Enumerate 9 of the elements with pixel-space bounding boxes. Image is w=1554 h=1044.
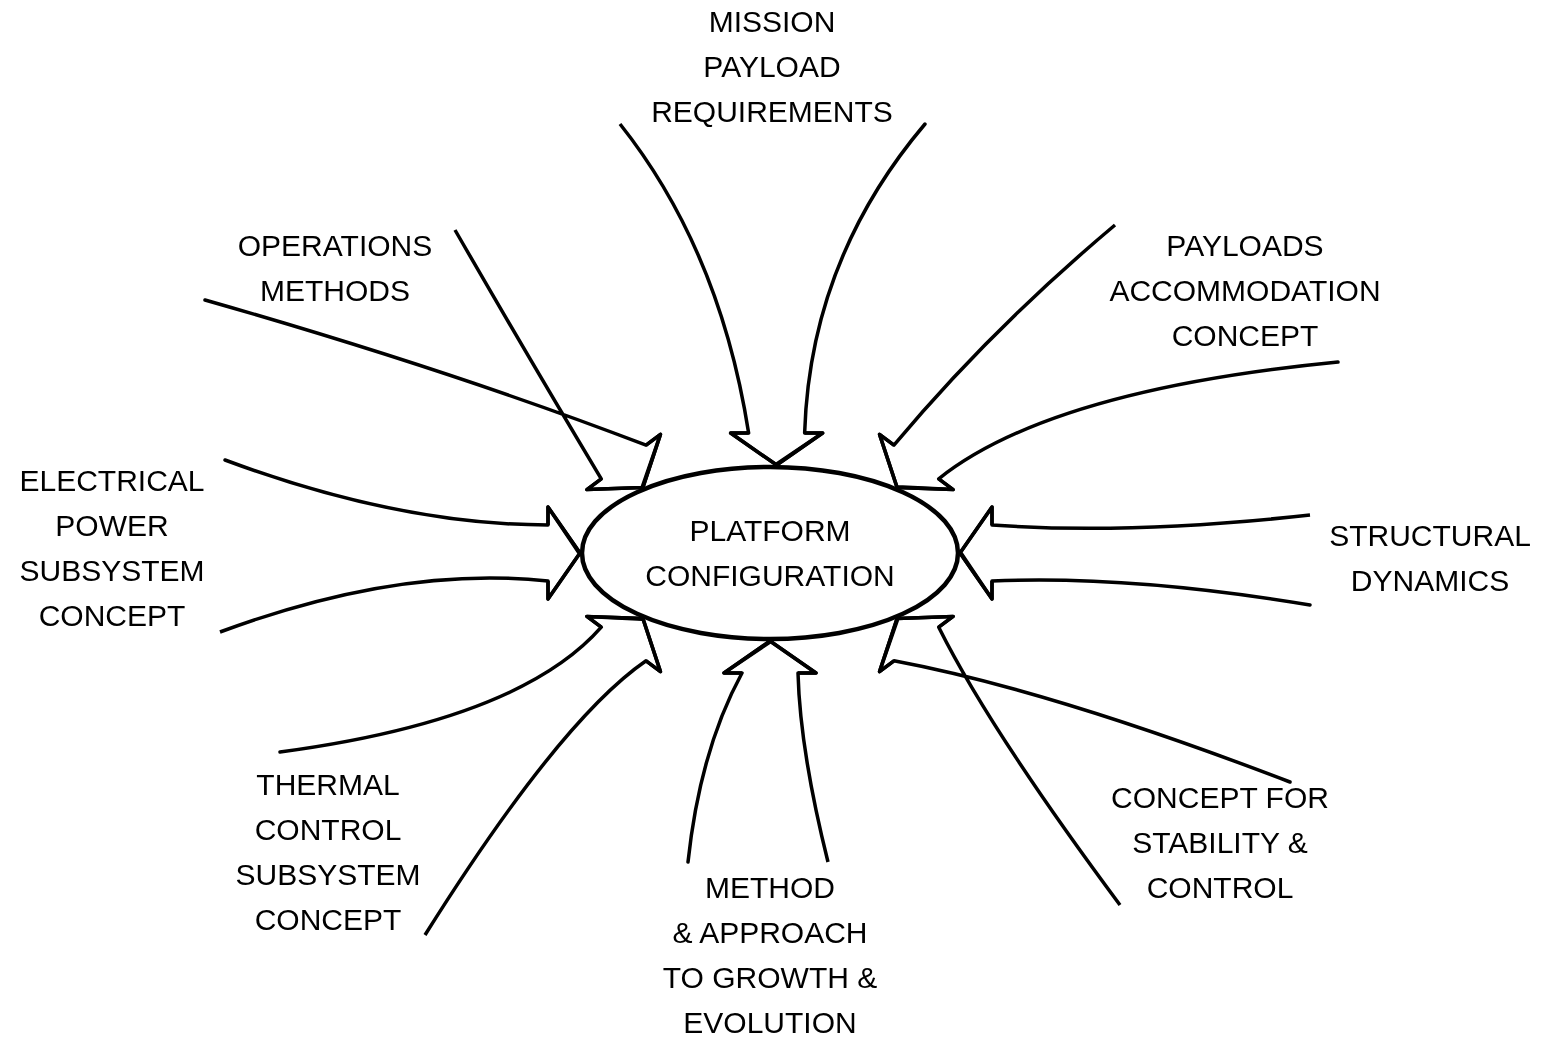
- concept-label: STRUCTURAL DYNAMICS: [1329, 513, 1531, 603]
- ellipse-node: PLATFORM CONFIGURATION: [578, 463, 962, 643]
- concept-label: THERMAL CONTROL SUBSYSTEM CONCEPT: [235, 762, 421, 942]
- concept-label: ELECTRICAL POWER SUBSYSTEM CONCEPT: [19, 458, 205, 638]
- concept-label: MISSION PAYLOAD REQUIREMENTS: [651, 0, 893, 134]
- concept-label: CONCEPT FOR STABILITY & CONTROL: [1111, 774, 1329, 910]
- concept-label: OPERATIONS METHODS: [237, 223, 433, 313]
- concept-label: PAYLOADS ACCOMMODATION CONCEPT: [1109, 222, 1381, 358]
- concept-label: METHOD & APPROACH TO GROWTH & EVOLUTION: [662, 865, 878, 1044]
